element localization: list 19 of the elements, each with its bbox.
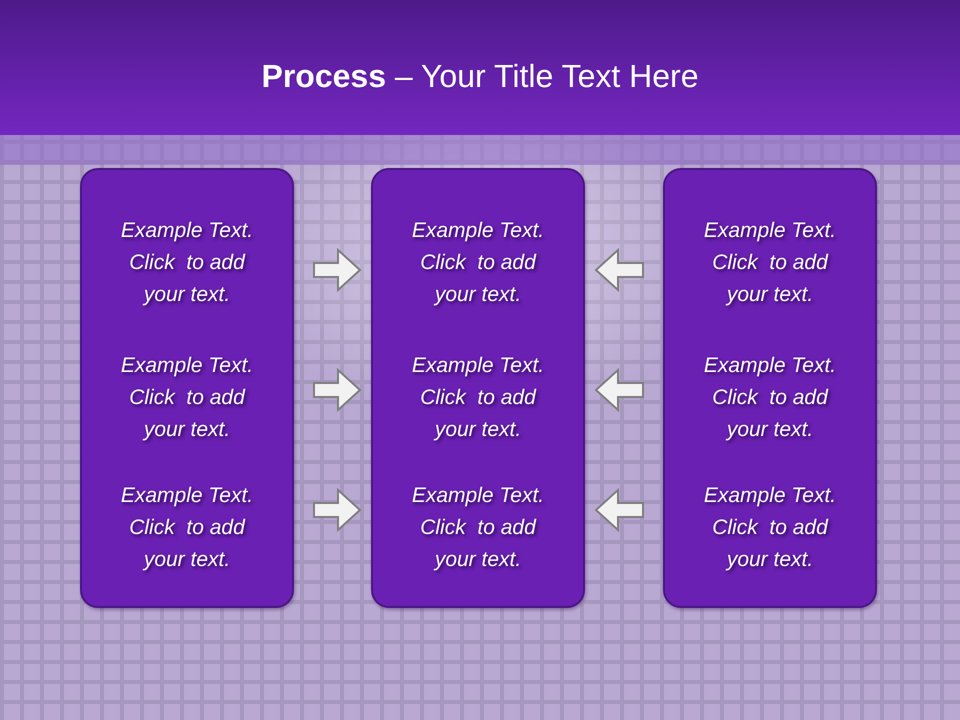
column-text: Example Text. Click to add your text. xyxy=(410,218,546,308)
block-arrow xyxy=(594,248,644,292)
column-text: Example Text. Click to add your text. xyxy=(410,353,546,443)
process-column xyxy=(663,168,877,608)
column-text: Example Text. Click to add your text. xyxy=(702,483,838,573)
column-text: Example Text. Click to add your text. xyxy=(120,353,254,443)
column-text: Example Text. Click to add your text. xyxy=(410,483,546,573)
process-column xyxy=(80,168,294,608)
process-column xyxy=(371,168,585,608)
block-arrow xyxy=(594,368,644,412)
block-arrow xyxy=(594,488,644,532)
column-text: Example Text. Click to add your text. xyxy=(702,353,838,443)
block-arrow xyxy=(313,488,362,532)
slide-title: Process – Your Title Text Here xyxy=(261,57,698,96)
column-text: Example Text. Click to add your text. xyxy=(120,483,254,573)
block-arrow xyxy=(313,248,362,292)
column-text: Example Text. Click to add your text. xyxy=(120,218,254,308)
block-arrow xyxy=(313,368,362,412)
column-text: Example Text. Click to add your text. xyxy=(702,218,838,308)
